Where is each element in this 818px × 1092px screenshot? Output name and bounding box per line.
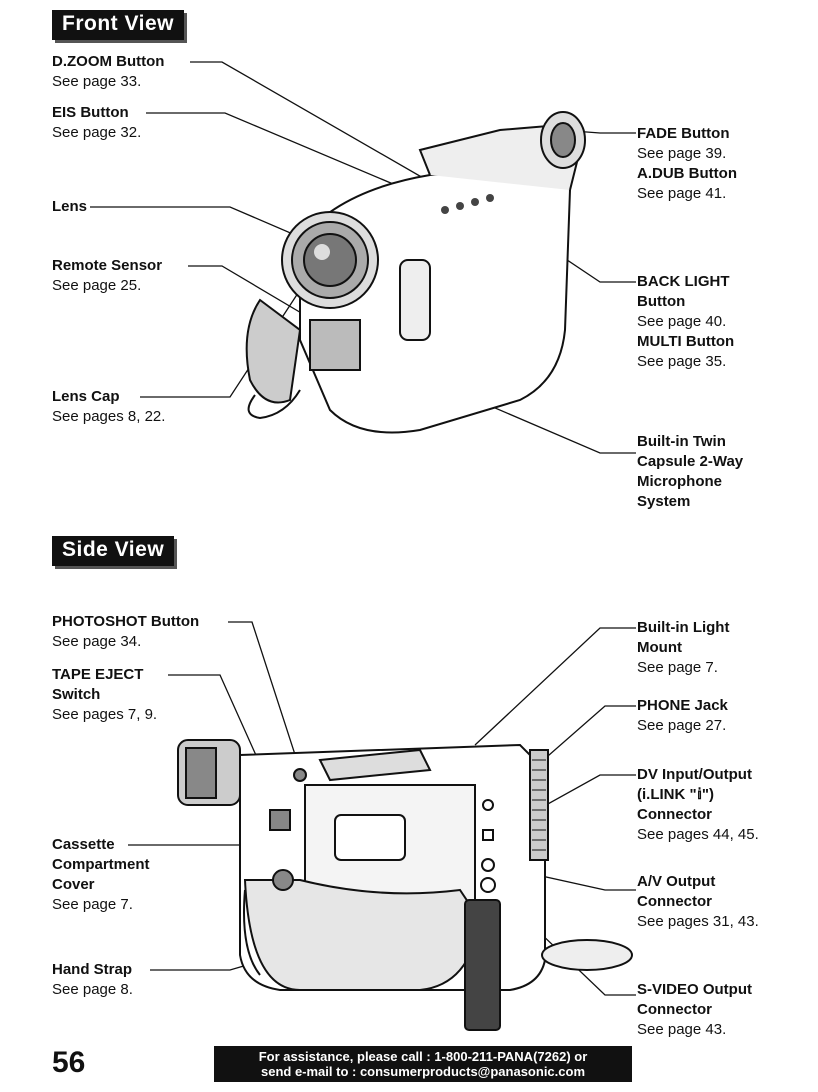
multi-ref: See page 35. [637, 353, 727, 370]
mic-callout: Built-in Twin Capsule 2-Way Microphone S… [637, 432, 743, 512]
lens-callout: Lens [52, 197, 87, 217]
photoshot-callout: PHOTOSHOT Button See page 34. [52, 612, 199, 652]
footer-line-1: For assistance, please call : 1-800-211-… [258, 1049, 588, 1064]
dv-callout: DV Input/Output (i.LINK "𝕚") Connector S… [637, 765, 759, 845]
tapeeject-label-2: Switch [52, 686, 101, 703]
backlight-leader-line [484, 204, 636, 283]
phone-leader-line [491, 705, 636, 806]
phone-label: PHONE Jack [637, 697, 728, 714]
av-label-1: A/V Output [637, 873, 716, 890]
remote-label: Remote Sensor [52, 257, 163, 274]
dzoom-ref: See page 33. [52, 73, 142, 90]
fade-callout: FADE Button See page 39. A.DUB Button Se… [637, 124, 737, 204]
backlight-callout: BACK LIGHT Button See page 40. MULTI But… [637, 272, 734, 372]
cassette-label-2: Compartment [52, 856, 150, 873]
multi-label: MULTI Button [637, 333, 735, 350]
lenscap-label: Lens Cap [52, 388, 120, 405]
footer-line-2: send e-mail to : consumerproducts@panaso… [260, 1064, 586, 1079]
lenscap-leader-line [140, 289, 301, 398]
lightmount-leader-line [474, 627, 636, 746]
fade-label: FADE Button [637, 125, 730, 142]
handstrap-label: Hand Strap [52, 961, 133, 978]
handstrap-leader-line [150, 934, 351, 971]
tapeeject-label-1: TAPE EJECT [52, 666, 144, 683]
svideo-leader-line [489, 884, 636, 996]
backlight-ref: See page 40. [637, 313, 727, 330]
mic-label-3: Microphone [637, 473, 722, 490]
side-view-heading: Side View [52, 536, 175, 566]
phone-ref: See page 27. [637, 717, 727, 734]
eis-ref: See page 32. [52, 124, 142, 141]
dzoom-callout: D.ZOOM Button See page 33. [52, 52, 164, 92]
mic-leader-line [359, 349, 636, 454]
lightmount-label-2: Mount [637, 639, 682, 656]
eis-callout: EIS Button See page 32. [52, 103, 141, 143]
photoshot-ref: See page 34. [52, 633, 142, 650]
photoshot-label: PHOTOSHOT Button [52, 613, 200, 630]
svideo-label-2: Connector [637, 1001, 712, 1018]
backlight-label-2: Button [637, 293, 686, 310]
phone-callout: PHONE Jack See page 27. [637, 696, 728, 736]
mic-label-1: Built-in Twin [637, 433, 726, 450]
photoshot-leader-line [228, 621, 301, 771]
remote-leader-line [188, 265, 331, 331]
lightmount-label-1: Built-in Light [637, 619, 730, 636]
av-label-2: Connector [637, 893, 712, 910]
eis-leader-line [146, 112, 451, 209]
tapeeject-ref: See pages 7, 9. [52, 706, 158, 723]
dv-leader-line [491, 774, 636, 836]
svideo-label-1: S-VIDEO Output [637, 981, 752, 998]
mic-label-2: Capsule 2-Way [637, 453, 744, 470]
mic-label-4: System [637, 493, 691, 510]
av-callout: A/V Output Connector See pages 31, 43. [637, 872, 759, 932]
adub-label: A.DUB Button [637, 165, 737, 182]
dv-label-1: DV Input/Output [637, 766, 752, 783]
av-ref: See pages 31, 43. [637, 913, 759, 930]
cassette-label-1: Cassette [52, 836, 115, 853]
lightmount-callout: Built-in Light Mount See page 7. [637, 618, 729, 678]
handstrap-ref: See page 8. [52, 981, 133, 998]
assistance-footer: For assistance, please call : 1-800-211-… [214, 1046, 632, 1082]
remote-callout: Remote Sensor See page 25. [52, 256, 162, 296]
dv-label-3: Connector [637, 806, 712, 823]
dv-label-2: (i.LINK "𝕚") [637, 786, 714, 803]
lens-label: Lens [52, 198, 88, 215]
adub-ref: See page 41. [637, 185, 727, 202]
backlight-label-1: BACK LIGHT [637, 273, 730, 290]
page-number: 56 [52, 1046, 86, 1079]
side-camcorder-drawing [177, 739, 633, 1031]
tapeeject-leader-line [168, 674, 286, 821]
svideo-callout: S-VIDEO Output Connector See page 43. [637, 980, 752, 1040]
cassette-label-3: Cover [52, 876, 95, 893]
lens-leader-line [90, 206, 331, 251]
cassette-callout: Cassette Compartment Cover See page 7. [52, 835, 150, 915]
remote-ref: See page 25. [52, 277, 142, 294]
lenscap-ref: See pages 8, 22. [52, 408, 166, 425]
lightmount-ref: See page 7. [637, 659, 718, 676]
svideo-ref: See page 43. [637, 1021, 727, 1038]
cassette-ref: See page 7. [52, 896, 133, 913]
lenscap-callout: Lens Cap See pages 8, 22. [52, 387, 165, 427]
tapeeject-callout: TAPE EJECT Switch See pages 7, 9. [52, 665, 157, 725]
dzoom-label: D.ZOOM Button [52, 53, 165, 70]
fade-leader-line [559, 129, 636, 134]
eis-label: EIS Button [52, 104, 129, 121]
front-view-heading: Front View [52, 10, 184, 40]
dv-ref: See pages 44, 45. [637, 826, 759, 843]
front-camcorder-drawing [245, 111, 586, 434]
handstrap-callout: Hand Strap See page 8. [52, 960, 133, 1000]
dzoom-leader-line [190, 61, 471, 206]
fade-ref: See page 39. [637, 145, 727, 162]
av-leader-line [491, 864, 636, 891]
